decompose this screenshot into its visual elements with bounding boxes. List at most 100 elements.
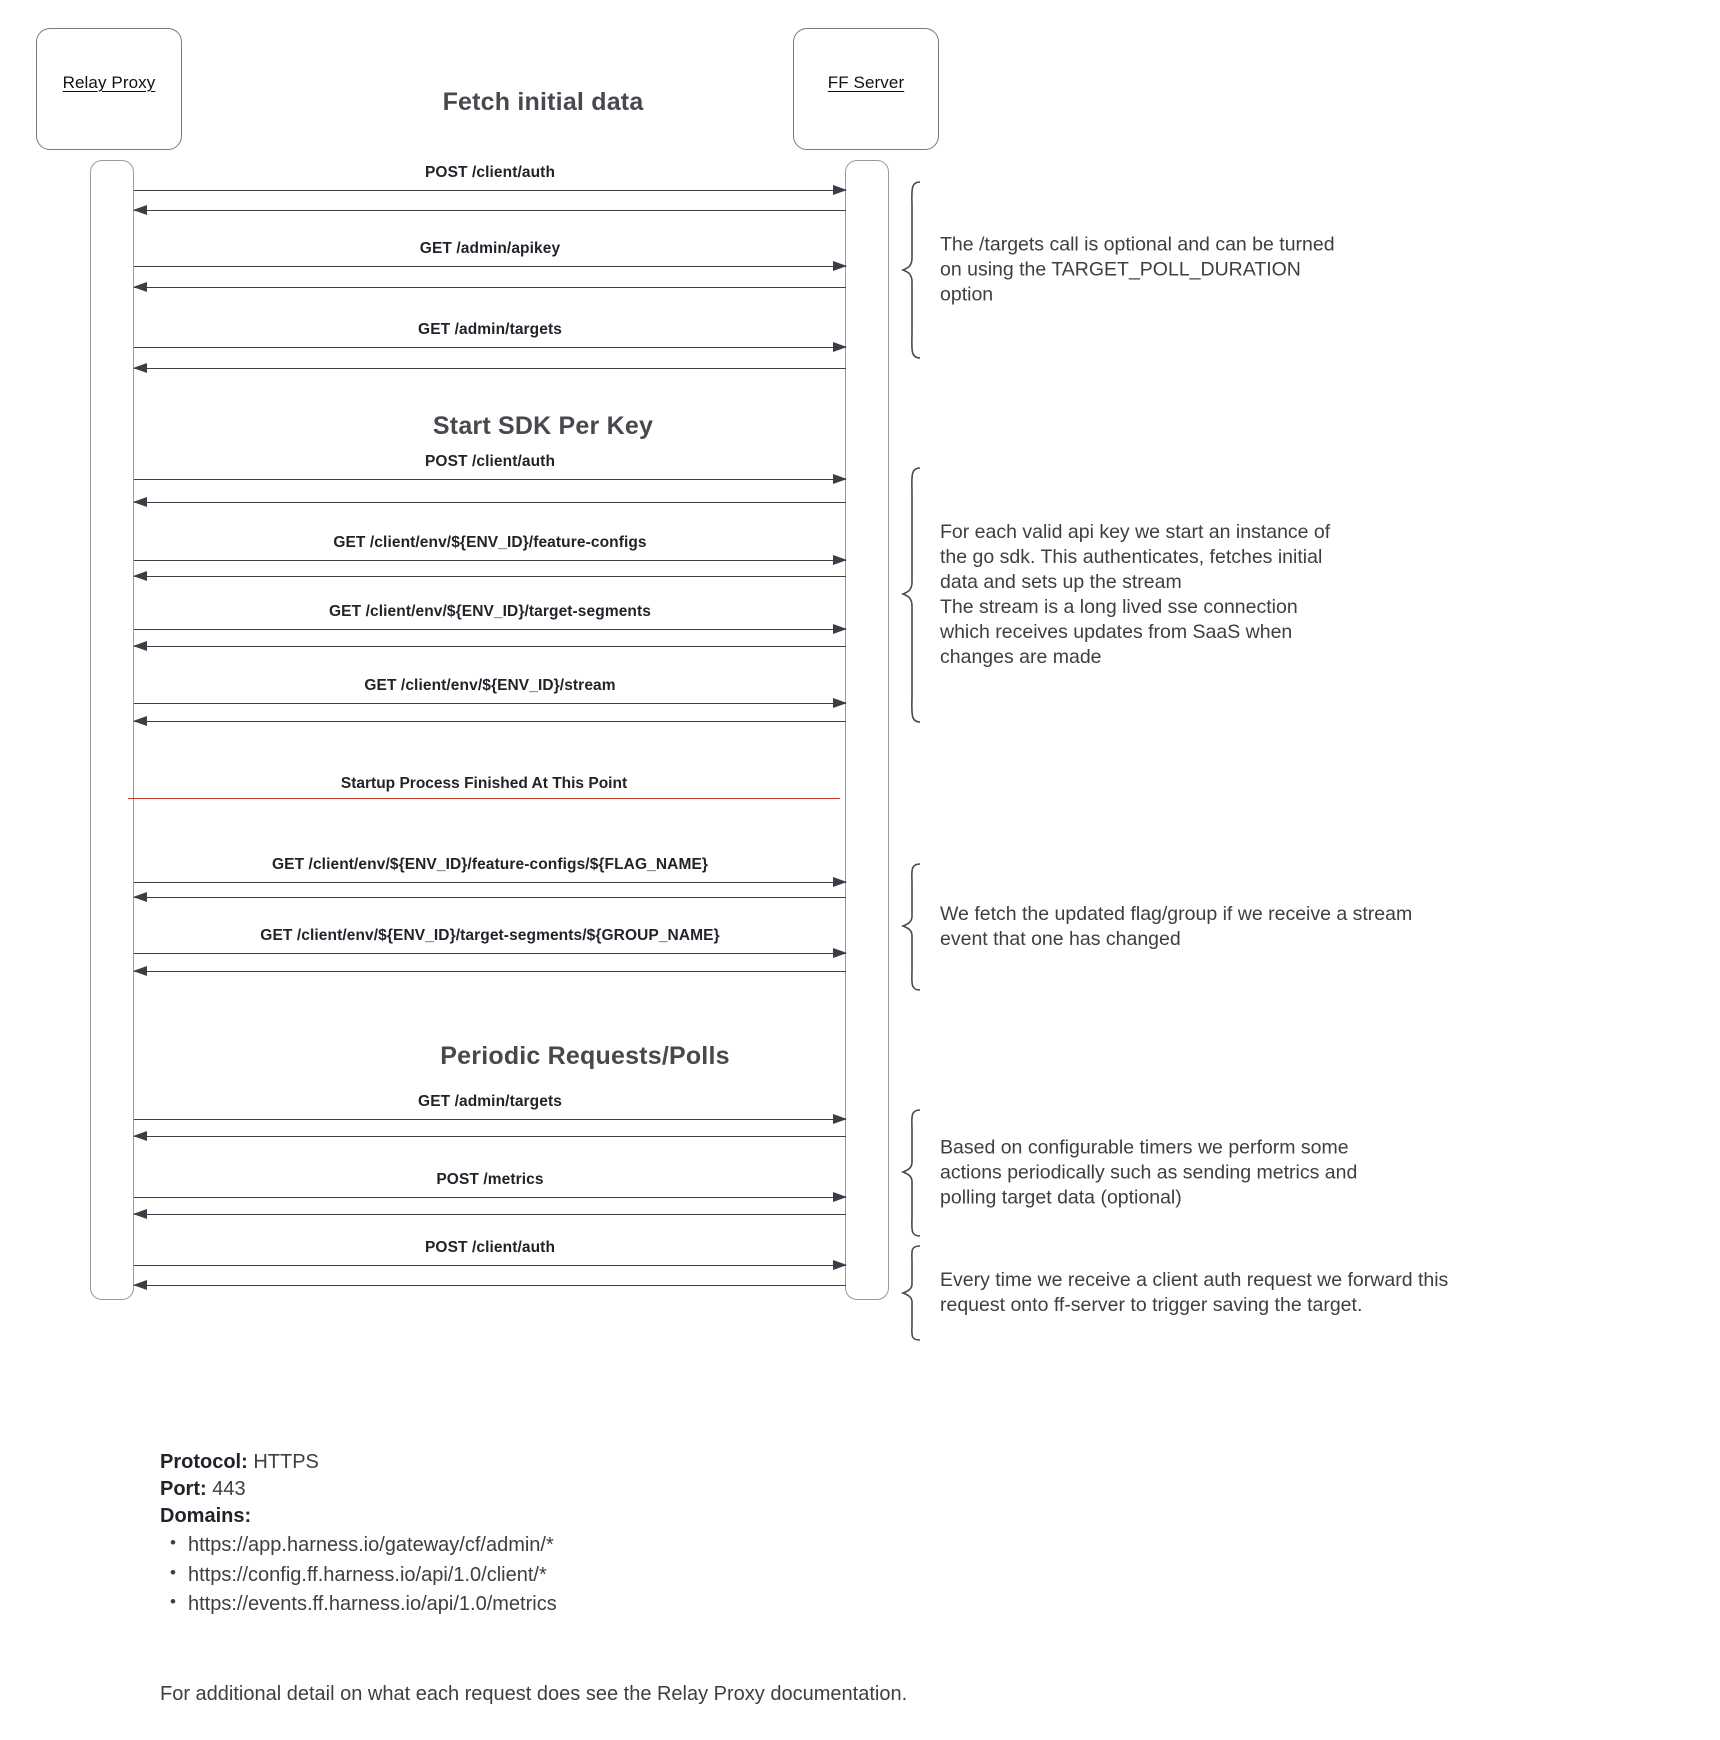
message-line	[134, 1214, 846, 1215]
message-line	[134, 576, 846, 577]
arrowhead-right-icon	[833, 184, 847, 195]
footer-note: For additional detail on what each reque…	[160, 1683, 908, 1705]
arrowhead-right-icon	[833, 697, 847, 708]
message-label: GET /admin/apikey	[419, 240, 561, 257]
message-label: POST /client/auth	[424, 453, 556, 470]
message-line	[134, 703, 846, 704]
message-line	[134, 971, 846, 972]
participant-relay-proxy-label: Relay Proxy	[62, 73, 156, 92]
domains-list: https://app.harness.io/gateway/cf/admin/…	[160, 1531, 557, 1619]
startup-finished-label: Startup Process Finished At This Point	[340, 775, 628, 792]
list-item: https://config.ff.harness.io/api/1.0/cli…	[170, 1561, 557, 1590]
message-line	[134, 266, 846, 267]
message-line	[134, 882, 846, 883]
message-label: POST /client/auth	[424, 164, 556, 181]
participant-relay-proxy: Relay Proxy	[36, 28, 182, 150]
message-line	[134, 721, 846, 722]
note-targets-optional: The /targets call is optional and can be…	[900, 180, 1520, 360]
curly-brace-icon	[900, 1108, 926, 1238]
curly-brace-icon	[900, 862, 926, 992]
arrowhead-left-icon	[133, 1208, 147, 1219]
message-line	[134, 502, 846, 503]
arrowhead-right-icon	[833, 341, 847, 352]
arrowhead-right-icon	[833, 1113, 847, 1124]
message-line	[134, 953, 846, 954]
arrowhead-left-icon	[133, 570, 147, 581]
protocol-row: Protocol: HTTPS	[160, 1449, 557, 1476]
domains-row: Domains:	[160, 1503, 557, 1530]
arrowhead-right-icon	[833, 876, 847, 887]
section-title-periodic-requests-polls: Periodic Requests/Polls	[440, 1042, 730, 1070]
message-label: GET /client/env/${ENV_ID}/feature-config…	[333, 534, 647, 551]
message-line	[134, 560, 846, 561]
footer-details: Protocol: HTTPS Port: 443 Domains: https…	[160, 1449, 557, 1619]
note-text: Every time we receive a client auth requ…	[940, 1269, 1449, 1316]
message-label: GET /admin/targets	[418, 321, 562, 338]
curly-brace-icon	[900, 1244, 926, 1342]
section-title-fetch-initial-data: Fetch initial data	[442, 88, 644, 116]
lifeline-relay-proxy	[90, 160, 134, 1300]
participant-ff-server-label: FF Server	[827, 73, 905, 92]
arrowhead-left-icon	[133, 204, 147, 215]
message-line	[134, 1265, 846, 1266]
message-line	[134, 190, 846, 191]
message-label: GET /admin/targets	[418, 1093, 562, 1110]
message-label: POST /client/auth	[424, 1239, 556, 1256]
arrowhead-left-icon	[133, 965, 147, 976]
protocol-key: Protocol:	[160, 1451, 248, 1473]
note-text: The /targets call is optional and can be…	[940, 233, 1335, 306]
message-line	[134, 347, 846, 348]
message-line	[134, 1136, 846, 1137]
protocol-value: HTTPS	[253, 1451, 319, 1473]
message-line	[134, 368, 846, 369]
note-stream-update: We fetch the updated flag/group if we re…	[900, 862, 1520, 992]
message-line	[134, 210, 846, 211]
message-label: GET /client/env/${ENV_ID}/stream	[364, 677, 616, 694]
lifeline-ff-server	[845, 160, 889, 1300]
startup-finished-divider: Startup Process Finished At This Point	[128, 775, 840, 799]
arrowhead-right-icon	[833, 623, 847, 634]
arrowhead-right-icon	[833, 260, 847, 271]
message-label: GET /client/env/${ENV_ID}/target-segment…	[329, 603, 651, 620]
arrowhead-left-icon	[133, 281, 147, 292]
message-line	[134, 1285, 846, 1286]
arrowhead-right-icon	[833, 554, 847, 565]
note-text: We fetch the updated flag/group if we re…	[940, 903, 1413, 950]
participant-ff-server: FF Server	[793, 28, 939, 150]
port-value: 443	[212, 1477, 246, 1500]
message-line	[134, 1119, 846, 1120]
arrowhead-left-icon	[133, 1130, 147, 1141]
arrowhead-left-icon	[133, 496, 147, 507]
domains-key: Domains:	[160, 1504, 252, 1527]
curly-brace-icon	[900, 180, 926, 360]
arrowhead-right-icon	[833, 473, 847, 484]
message-line	[134, 1197, 846, 1198]
note-sdk-instance: For each valid api key we start an insta…	[900, 466, 1520, 724]
message-line	[134, 629, 846, 630]
arrowhead-right-icon	[833, 1191, 847, 1202]
message-line	[134, 479, 846, 480]
arrowhead-right-icon	[833, 1259, 847, 1270]
arrowhead-right-icon	[833, 947, 847, 958]
curly-brace-icon	[900, 466, 926, 724]
section-title-start-sdk-per-key: Start SDK Per Key	[432, 412, 654, 440]
port-key: Port:	[160, 1477, 207, 1500]
message-label: GET /client/env/${ENV_ID}/target-segment…	[260, 927, 720, 944]
message-label: POST /metrics	[436, 1171, 544, 1188]
list-item: https://events.ff.harness.io/api/1.0/met…	[170, 1590, 557, 1619]
message-line	[134, 287, 846, 288]
message-line	[134, 897, 846, 898]
note-text: Based on configurable timers we perform …	[940, 1136, 1358, 1209]
arrowhead-left-icon	[133, 640, 147, 651]
arrowhead-left-icon	[133, 891, 147, 902]
arrowhead-left-icon	[133, 1279, 147, 1290]
port-row: Port: 443	[160, 1476, 557, 1503]
note-periodic-timers: Based on configurable timers we perform …	[900, 1108, 1520, 1238]
arrowhead-left-icon	[133, 715, 147, 726]
arrowhead-left-icon	[133, 362, 147, 373]
note-client-auth-forward: Every time we receive a client auth requ…	[900, 1244, 1520, 1342]
message-line	[134, 646, 846, 647]
message-label: GET /client/env/${ENV_ID}/feature-config…	[271, 856, 709, 873]
note-text: For each valid api key we start an insta…	[940, 521, 1331, 668]
